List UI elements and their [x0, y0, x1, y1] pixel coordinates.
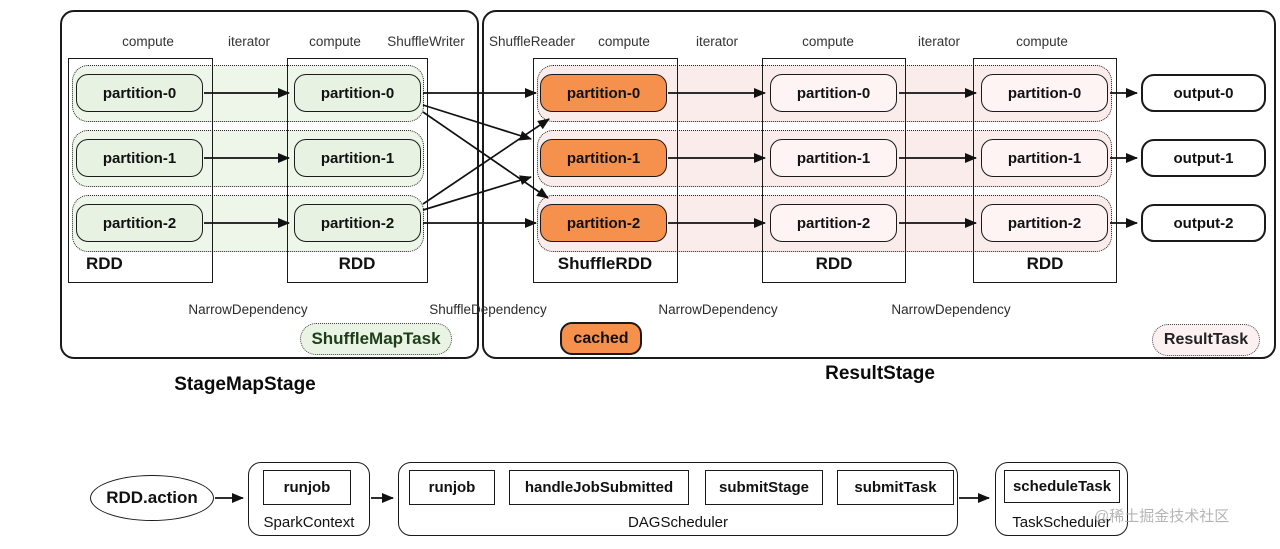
- dependency-label-narrow-3: NarrowDependency: [891, 302, 1011, 317]
- output-box: output-0: [1141, 74, 1266, 112]
- partition-box: partition-1: [294, 139, 421, 177]
- dependency-label-narrow-2: NarrowDependency: [658, 302, 778, 317]
- watermark: @稀土掘金技术社区: [1094, 508, 1230, 525]
- partition-box: partition-2: [981, 204, 1108, 242]
- rdd2-label: RDD: [338, 254, 376, 273]
- stage1-op-label-shufflewriter: ShuffleWriter: [387, 34, 465, 49]
- partition-box: partition-2: [770, 204, 897, 242]
- dependency-label-shuffle: ShuffleDependency: [429, 302, 547, 317]
- taskscheduler-label: TaskScheduler: [1012, 514, 1111, 531]
- stage2-rdd-right-rect: [973, 58, 1117, 283]
- stage2-op-label-iterator-1: iterator: [695, 34, 739, 49]
- stage2-rdd-mid-rect: [762, 58, 906, 283]
- sparkcontext-label: SparkContext: [263, 514, 355, 531]
- stage1-rdd1-rect: [68, 58, 213, 283]
- partition-box: partition-1: [540, 139, 667, 177]
- partition-box: partition-0: [770, 74, 897, 112]
- runjob-method-box: runjob: [409, 470, 495, 505]
- sparkcontext-box: runjob SparkContext: [248, 462, 370, 536]
- runjob-method-box: runjob: [263, 470, 351, 505]
- scheduletask-method-box: scheduleTask: [1004, 470, 1120, 503]
- stage2-title: ResultStage: [825, 363, 935, 384]
- stage2-op-label-compute-1: compute: [598, 34, 650, 49]
- rdd-mid-label: RDD: [815, 254, 853, 273]
- submitstage-method-box: submitStage: [705, 470, 823, 505]
- stage1-title: StageMapStage: [174, 374, 316, 395]
- partition-box: partition-0: [981, 74, 1108, 112]
- rdd-action-ellipse: RDD.action: [90, 475, 214, 521]
- partition-box: partition-0: [540, 74, 667, 112]
- partition-box: partition-1: [770, 139, 897, 177]
- shufflerdd-label: ShuffleRDD: [557, 254, 653, 273]
- submittask-method-box: submitTask: [837, 470, 954, 505]
- partition-box: partition-2: [76, 204, 203, 242]
- partition-box: partition-1: [981, 139, 1108, 177]
- stage2-op-label-compute-2: compute: [802, 34, 854, 49]
- output-box: output-1: [1141, 139, 1266, 177]
- partition-box: partition-0: [294, 74, 421, 112]
- output-box: output-2: [1141, 204, 1266, 242]
- stage2-op-label-shufflereader: ShuffleReader: [488, 34, 576, 49]
- rdd1-label: RDD: [86, 254, 123, 273]
- shufflemaptask-badge: ShuffleMapTask: [300, 323, 452, 355]
- stage2-op-label-iterator-2: iterator: [917, 34, 961, 49]
- stage1-op-label-compute-1: compute: [122, 34, 174, 49]
- cached-badge: cached: [560, 322, 642, 355]
- partition-box: partition-2: [540, 204, 667, 242]
- resulttask-badge: ResultTask: [1152, 324, 1260, 356]
- taskscheduler-box: scheduleTask TaskScheduler: [995, 462, 1128, 536]
- dagscheduler-label: DAGScheduler: [627, 514, 729, 531]
- dagscheduler-box: runjob handleJobSubmitted submitStage su…: [398, 462, 958, 536]
- dependency-label-narrow-1: NarrowDependency: [188, 302, 308, 317]
- partition-box: partition-1: [76, 139, 203, 177]
- stage2-op-label-compute-3: compute: [1016, 34, 1068, 49]
- stage1-op-label-iterator: iterator: [227, 34, 271, 49]
- rdd-right-label: RDD: [1026, 254, 1064, 273]
- stage1-op-label-compute-2: compute: [309, 34, 361, 49]
- partition-box: partition-0: [76, 74, 203, 112]
- handlejobsubmitted-method-box: handleJobSubmitted: [509, 470, 689, 505]
- partition-box: partition-2: [294, 204, 421, 242]
